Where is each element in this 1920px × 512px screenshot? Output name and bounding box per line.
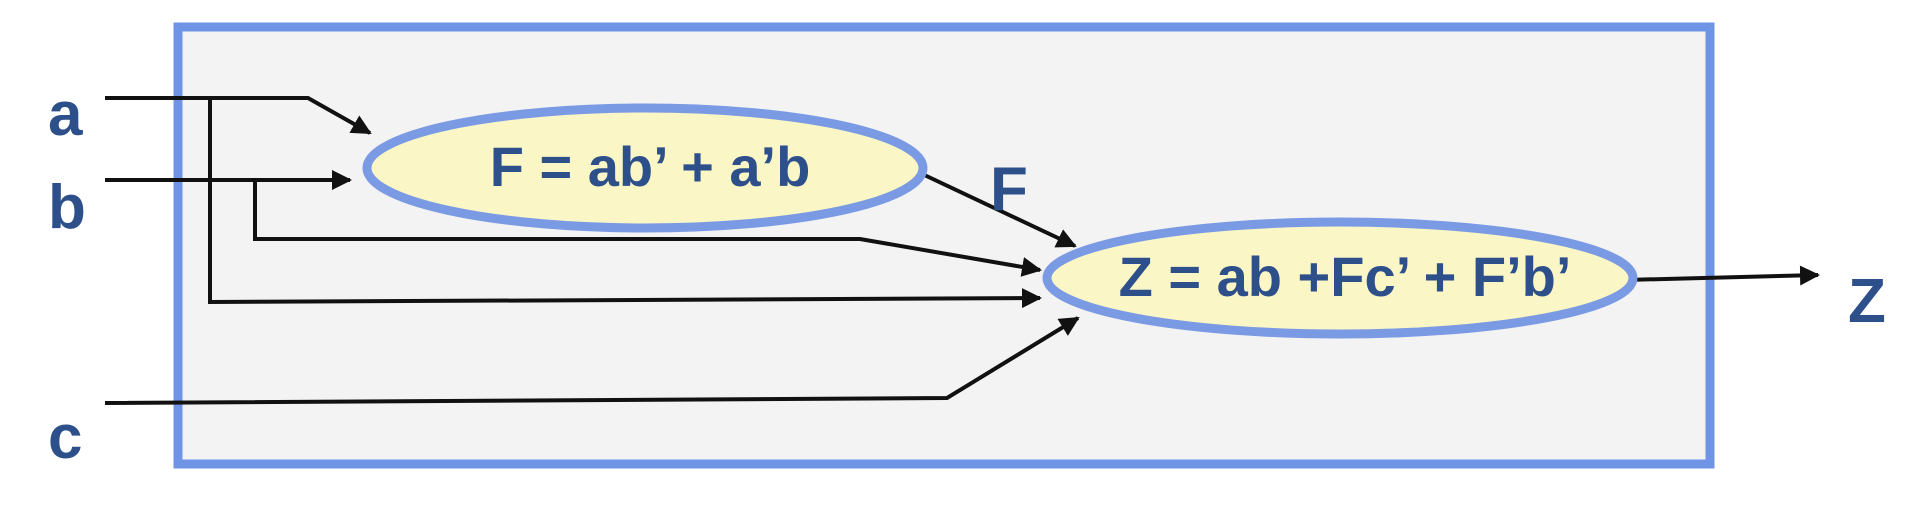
input-label-c: c (48, 403, 82, 472)
signal-label-f: F (990, 155, 1028, 224)
z-block-expression: Z = ab +Fc’ + F’b’ (1119, 245, 1572, 308)
z-block: Z = ab +Fc’ + F’b’ (1042, 217, 1638, 339)
input-label-a: a (48, 80, 83, 149)
f-block-expression: F = ab’ + a’b (490, 135, 811, 198)
wire-z-output (1624, 265, 1820, 286)
wire-b-to-z (253, 180, 1042, 277)
wire-a-to-z (208, 98, 1042, 309)
wires (104, 96, 1820, 405)
output-label-z: Z (1848, 267, 1886, 336)
z-block-ellipse (1042, 217, 1638, 339)
wire-a-to-f (105, 96, 372, 135)
input-label-b: b (48, 173, 86, 242)
wire-f-to-z (917, 170, 1077, 248)
f-block: F = ab’ + a’b (362, 103, 928, 233)
wire-c-to-z (104, 316, 1080, 405)
f-block-ellipse (362, 103, 928, 233)
